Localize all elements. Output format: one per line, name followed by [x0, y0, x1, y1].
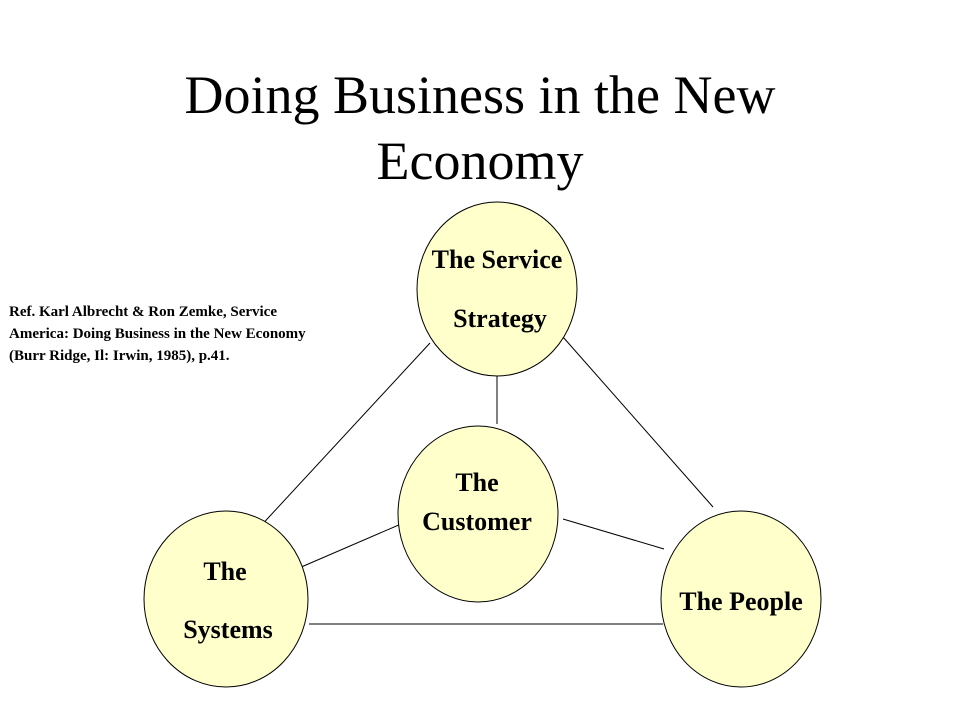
connector-customer-systems — [298, 520, 409, 569]
node-customer-label-line-1: The — [455, 468, 498, 497]
node-customer — [397, 425, 559, 603]
reference-line-2: America: Doing Business in the New Econo… — [9, 326, 306, 342]
slide-title: Doing Business in the New Economy — [80, 62, 880, 194]
connector-strategy-people — [562, 336, 714, 508]
node-people — [660, 510, 822, 688]
connector-strategy-systems — [256, 342, 431, 531]
node-service-strategy-label-line-1: The Service — [432, 245, 563, 274]
node-systems-label-line-2: Systems — [183, 615, 273, 644]
connector-customer-people — [562, 518, 665, 550]
node-service-strategy — [416, 201, 578, 377]
reference-line-3: (Burr Ridge, Il: Irwin, 1985), p.41. — [9, 348, 230, 364]
connectors — [256, 336, 714, 625]
node-systems-label-line-1: The — [203, 557, 246, 586]
slide-title-line-1: Doing Business in the New — [184, 65, 776, 125]
node-service-strategy-label-line-2: Strategy — [453, 304, 547, 333]
slide-title-line-2: Economy — [376, 131, 584, 191]
node-systems — [143, 510, 309, 688]
reference-citation: Ref. Karl Albrecht & Ron Zemke, Service … — [9, 301, 389, 367]
reference-line-1: Ref. Karl Albrecht & Ron Zemke, Service — [9, 304, 278, 320]
node-customer-label-line-2: Customer — [422, 507, 532, 536]
node-people-label: The People — [679, 587, 803, 616]
